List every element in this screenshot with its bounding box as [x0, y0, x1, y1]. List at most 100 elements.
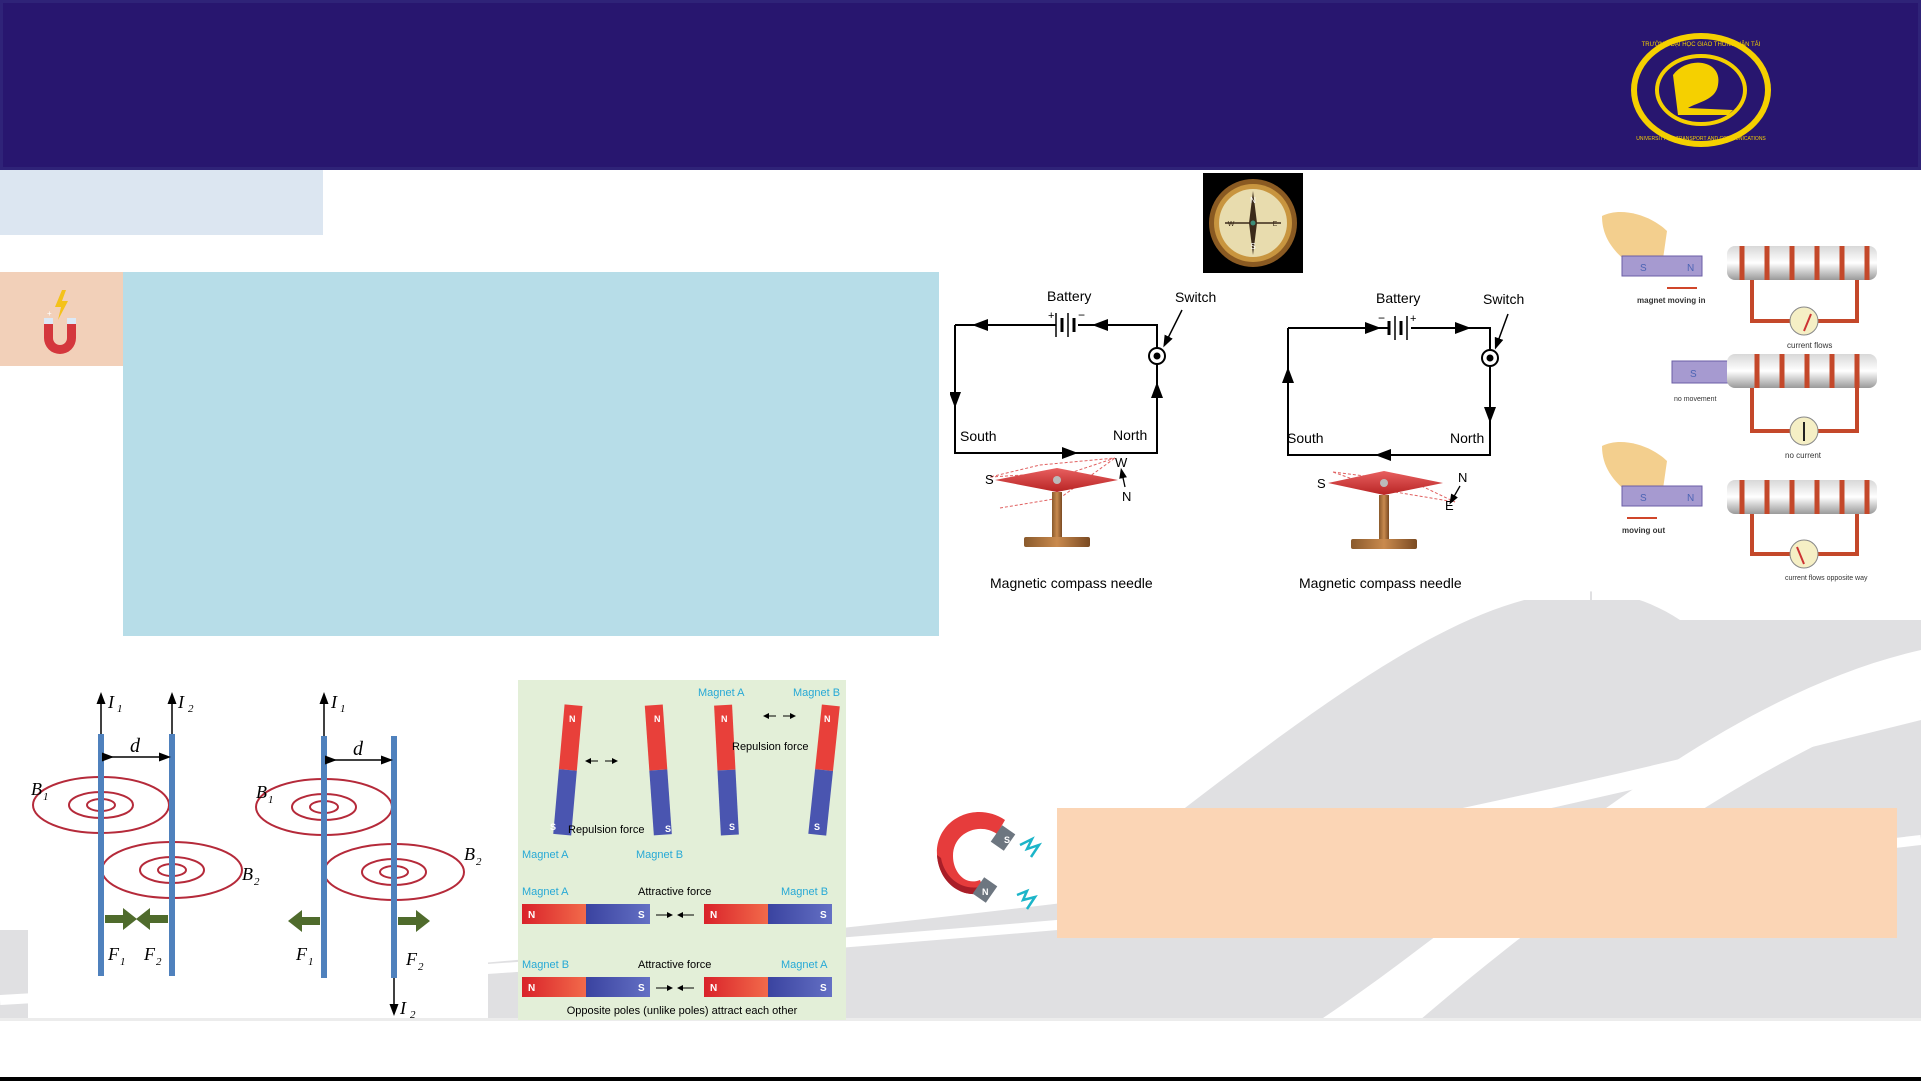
content-text-box: [123, 272, 939, 636]
logo-top-text: TRƯỜNG ĐẠI HỌC GIAO THÔNG VẬN TẢI: [1642, 41, 1761, 48]
compass-e: E: [1273, 221, 1278, 228]
subscript: 2: [476, 856, 482, 868]
pole-s: S: [814, 822, 820, 832]
distance-label: d: [130, 735, 141, 757]
svg-text:+: +: [47, 309, 52, 318]
battery-label: Battery: [1047, 288, 1091, 304]
subscript: 1: [117, 703, 123, 715]
battery-label: Battery: [1376, 290, 1420, 306]
subscript: 1: [120, 956, 126, 968]
force-label-f1: F: [295, 944, 308, 964]
current-label-i2: I: [399, 998, 407, 1018]
minus-sign: −: [1078, 308, 1085, 322]
subscript: 1: [268, 794, 274, 806]
repulsion-label: Repulsion force: [732, 741, 808, 753]
magnet-s: S: [1640, 263, 1647, 274]
magnet-b-label: Magnet B: [522, 959, 569, 971]
pole-n: N: [710, 983, 717, 994]
current-label-i1: I: [330, 692, 338, 712]
field-label-b2: B: [464, 844, 475, 864]
wires-parallel-currents: I 1 I 2 d B 1 B 2 F 1 F 2: [31, 692, 260, 976]
electromagnetic-induction-diagram: S N magnet moving in current flows S no …: [1592, 196, 1892, 600]
slide-header-bar: [0, 0, 1921, 170]
needle-s: S: [985, 472, 994, 487]
compass-needle-right: [1328, 471, 1456, 549]
horseshoe-magnet-icon: S N: [936, 812, 1043, 910]
magnet-s: S: [1640, 493, 1647, 504]
south-label: South: [1287, 430, 1324, 446]
pole-s: S: [638, 910, 645, 921]
force-label-f1: F: [107, 944, 120, 964]
needle-deflect-label: W: [1115, 455, 1128, 470]
needle-deflect-label: E: [1445, 498, 1454, 513]
force-arrow-right: [105, 908, 137, 930]
pole-n: N: [721, 714, 728, 724]
poles-caption: Opposite poles (unlike poles) attract ea…: [567, 1005, 798, 1017]
parallel-wires-force-diagram: I 1 I 2 d B 1 B 2 F 1 F 2: [28, 680, 488, 1021]
wires-antiparallel-currents: I 1 I 2 d B 1 B 2 F 1 F 2: [255, 692, 482, 1021]
subscript: 1: [308, 956, 314, 968]
induction-result: current flows: [1787, 341, 1832, 350]
induction-row-no-movement: S no movement no current: [1671, 354, 1877, 460]
note-text-box: [1057, 808, 1897, 938]
induction-result: current flows opposite way: [1785, 575, 1868, 582]
circuit-left: Battery + − Switch South North S N W Mag…: [949, 288, 1216, 591]
needle-n: N: [1122, 489, 1131, 504]
switch-icon: [1148, 347, 1166, 365]
battery-icon: [1387, 316, 1408, 340]
magnet-icon-tile: +: [0, 272, 123, 366]
pole-s: S: [550, 822, 556, 832]
magnet-a-label: Magnet A: [781, 959, 828, 971]
compass-n: N: [1250, 196, 1256, 205]
oersted-circuits-diagram: Battery + − Switch South North S N W Mag…: [949, 280, 1590, 600]
magnet-icon: +: [44, 290, 76, 354]
north-label: North: [1450, 430, 1484, 446]
north-label: North: [1113, 427, 1147, 443]
magnet-s: S: [1690, 369, 1697, 380]
compass-photo: N S E W: [1203, 173, 1303, 273]
induction-action: moving out: [1622, 526, 1665, 535]
induction-row-moving-out: S N moving out current flows opposite wa…: [1602, 441, 1877, 582]
induction-action: no movement: [1674, 396, 1716, 403]
subscript: 2: [418, 961, 424, 973]
field-label-b2: B: [242, 864, 253, 884]
plus-sign: +: [1410, 313, 1416, 325]
force-arrow-right: [398, 910, 430, 932]
magnet-a-label: Magnet A: [698, 687, 745, 699]
subtitle-bar: [0, 170, 323, 235]
repulsion-label: Repulsion force: [568, 824, 644, 836]
needle-caption: Magnetic compass needle: [1299, 575, 1462, 591]
subscript: 2: [156, 956, 162, 968]
lightning-icon: [55, 290, 68, 320]
magnet-a-label: Magnet A: [522, 886, 569, 898]
subscript: 1: [340, 703, 346, 715]
pole-s: S: [820, 983, 827, 994]
plus-sign: +: [1048, 310, 1054, 322]
induction-row-moving-in: S N magnet moving in current flows: [1602, 211, 1877, 350]
induction-action: magnet moving in: [1637, 296, 1706, 305]
pole-n: N: [569, 714, 576, 724]
force-arrow-left: [136, 908, 168, 930]
pole-n: N: [710, 910, 717, 921]
needle-s: S: [1317, 476, 1326, 491]
pole-s: S: [665, 824, 671, 834]
induction-result: no current: [1785, 451, 1822, 460]
circuit-right: Battery − + Switch South North S N E Mag…: [1282, 290, 1524, 591]
university-logo: TRƯỜNG ĐẠI HỌC GIAO THÔNG VẬN TẢI UNIVER…: [1631, 33, 1771, 147]
needle-caption: Magnetic compass needle: [990, 575, 1153, 591]
battery-icon: [1055, 313, 1076, 337]
force-label-f2: F: [405, 949, 418, 969]
bottom-border: [0, 1077, 1921, 1081]
distance-label: d: [353, 738, 364, 760]
switch-icon: [1481, 349, 1499, 367]
attractive-label: Attractive force: [638, 959, 711, 971]
pole-n: N: [824, 714, 831, 724]
subscript: 2: [410, 1009, 416, 1018]
pole-n: N: [654, 714, 661, 724]
pole-s: S: [638, 983, 645, 994]
force-label-f2: F: [143, 944, 156, 964]
compass-w: W: [1228, 221, 1235, 228]
spark-icon: [1016, 836, 1043, 910]
logo-bottom-text: UNIVERSITY OF TRANSPORT AND COMMUNICATIO…: [1636, 136, 1766, 142]
horseshoe-s: S: [1004, 835, 1010, 845]
